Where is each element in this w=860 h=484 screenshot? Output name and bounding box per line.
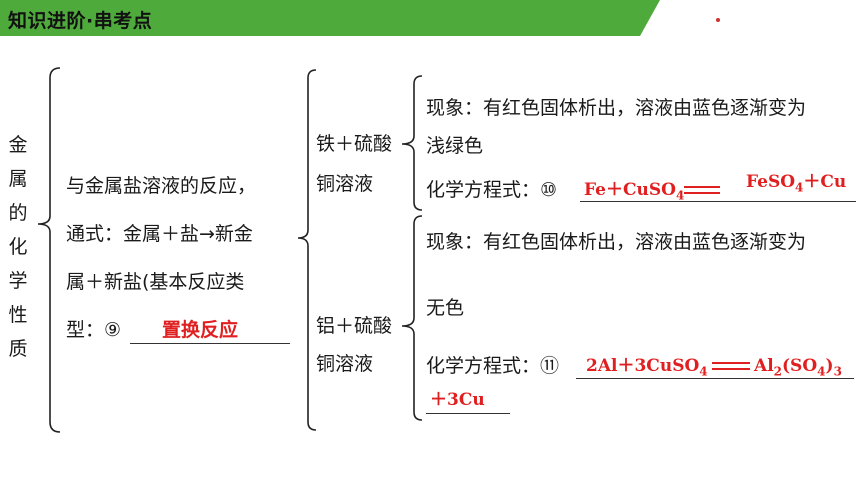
middle-line-3: 属＋新盐(基本反应类 [66, 271, 245, 293]
middle-line-2: 通式：金属＋盐→新金 [66, 223, 253, 245]
decorative-dot [716, 18, 720, 22]
al-eq-right-a: Al [754, 356, 774, 376]
al-eq-right-sub1: 2 [773, 364, 783, 379]
brace-second [297, 69, 317, 431]
vertical-char: 学 [8, 270, 28, 292]
fe-equation-right: FeSO4＋Cu [746, 170, 846, 199]
al-eq-left-text: 2Al＋3CuSO [586, 356, 700, 376]
answer-9-underline [130, 343, 290, 344]
fe-eq-left-text: Fe＋CuSO [584, 180, 676, 200]
fe-eq-left-sub: 4 [675, 188, 685, 203]
brace-main [37, 67, 61, 433]
brace-al [401, 215, 423, 421]
middle-line-4: 型：⑨ [66, 319, 122, 341]
fe-eq-right-text-b: ＋Cu [803, 172, 847, 192]
al-eq-right-sub3: 3 [833, 364, 842, 379]
fe-equation-left: Fe＋CuSO4 [584, 178, 684, 207]
middle-line-1: 与金属盐溶液的反应， [66, 175, 257, 197]
al-equation-right: Al2(SO4)3 [754, 354, 842, 383]
fe-label-line-2: 铜溶液 [316, 173, 374, 195]
al-equation-left: 2Al＋3CuSO4 [586, 354, 708, 383]
al-eq-left-sub: 4 [699, 364, 708, 379]
brace-fe [401, 75, 423, 211]
al-equals-sign [712, 362, 750, 370]
fe-equation-prefix: 化学方程式：⑩ [426, 179, 558, 201]
al-eq-right-b: (SO [782, 356, 818, 376]
fe-eq-right-text: FeSO [746, 172, 796, 192]
al-label-line-1: 铝＋硫酸 [316, 315, 393, 337]
al-phenomenon-line-1: 现象：有红色固体析出，溶液由蓝色逐渐变为 [426, 231, 807, 253]
fe-eq-right-sub: 4 [795, 180, 804, 195]
al-equation-prefix: 化学方程式：⑪ [426, 355, 560, 377]
vertical-char: 质 [8, 338, 28, 360]
al-equation-underline-2 [426, 413, 510, 414]
vertical-char: 的 [8, 202, 28, 224]
al-eq-right-sub2: 4 [817, 364, 826, 379]
banner-shape [0, 0, 660, 36]
fe-phenomenon-line-1: 现象：有红色固体析出，溶液由蓝色逐渐变为 [426, 97, 807, 119]
al-equation-line-2: ＋3Cu [430, 390, 485, 410]
page-title: 知识进阶·串考点 [8, 10, 153, 32]
vertical-char: 金 [8, 134, 28, 156]
vertical-char: 性 [8, 304, 28, 326]
fe-phenomenon-line-2: 浅绿色 [426, 135, 484, 157]
fe-label-line-1: 铁＋硫酸 [316, 133, 393, 155]
al-eq-right-c: ) [825, 356, 834, 376]
fe-equation-underline [580, 201, 856, 202]
answer-9: 置换反应 [162, 319, 239, 341]
vertical-title: 金 属 的 化 学 性 质 [6, 128, 30, 366]
vertical-char: 属 [8, 168, 28, 190]
al-equation-underline [576, 378, 854, 379]
fe-equals-sign [684, 186, 720, 194]
vertical-char: 化 [8, 236, 28, 258]
al-phenomenon-line-2: 无色 [426, 297, 465, 319]
al-label-line-2: 铜溶液 [316, 353, 374, 375]
